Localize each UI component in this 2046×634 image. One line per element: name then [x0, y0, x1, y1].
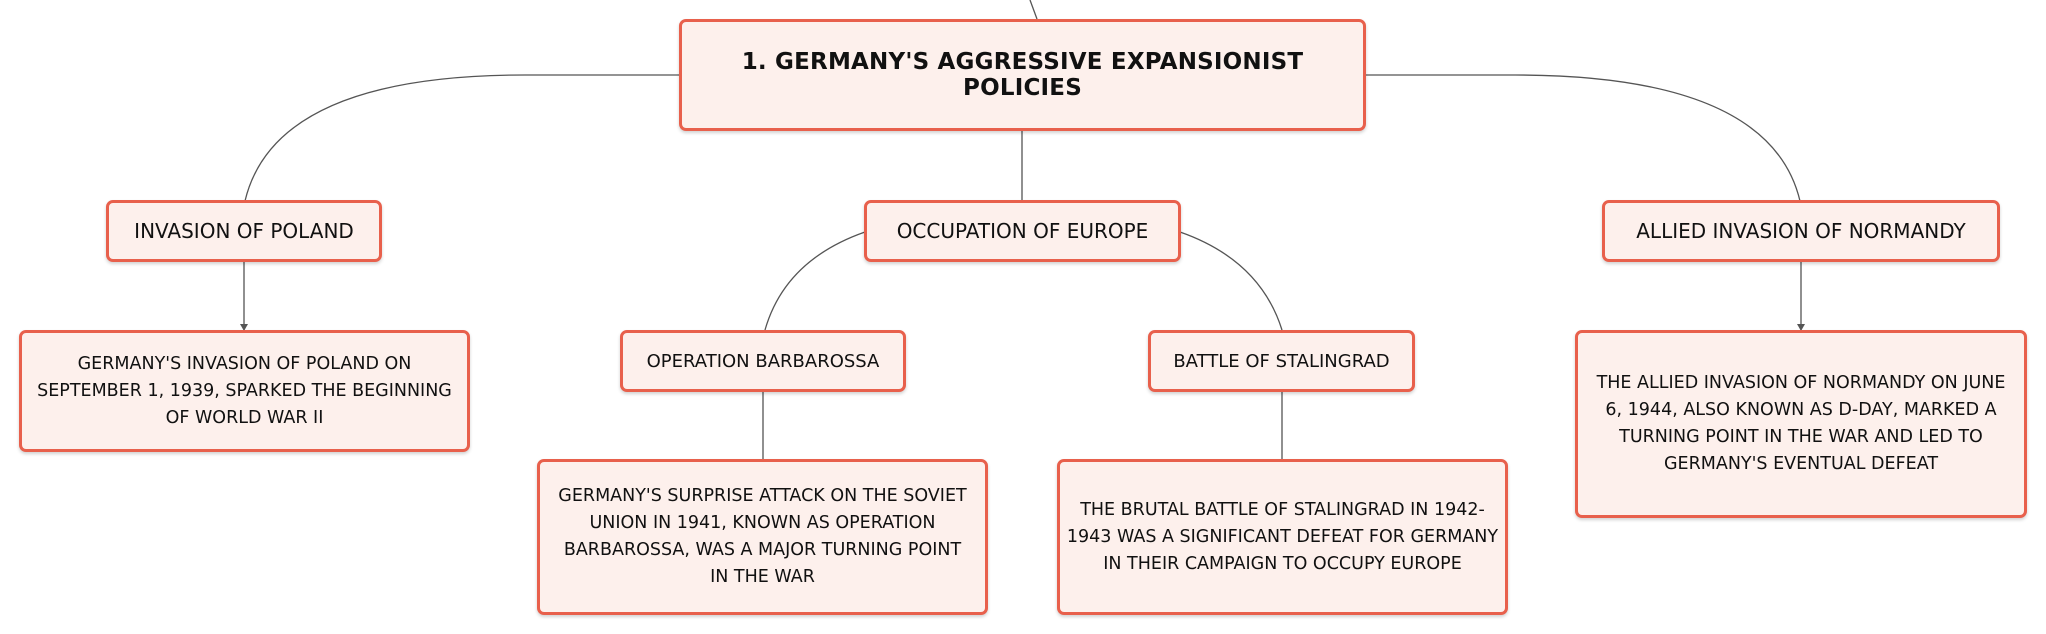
topic-invasion-of-poland[interactable]: INVASION OF POLAND	[106, 200, 382, 262]
topic-occupation-of-europe[interactable]: OCCUPATION OF EUROPE	[864, 200, 1181, 262]
description-text: GERMANY'S SURPRISE ATTACK ON THE SOVIET …	[558, 486, 967, 587]
connector-to-parent	[1029, 0, 1038, 20]
connector-europe-barbarossa	[764, 231, 866, 331]
arrowhead-normandy	[1797, 324, 1805, 331]
connector-root-poland	[244, 74, 680, 202]
topic-label: ALLIED INVASION OF NORMANDY	[1636, 219, 1966, 243]
root-topic-label: 1. GERMANY'S AGGRESSIVE EXPANSIONIST POL…	[741, 49, 1304, 101]
description-text: GERMANY'S INVASION OF POLAND ON SEPTEMBE…	[37, 353, 452, 428]
subtopic-battle-of-stalingrad[interactable]: BATTLE OF STALINGRAD	[1148, 330, 1415, 392]
description-invasion-of-poland[interactable]: GERMANY'S INVASION OF POLAND ON SEPTEMBE…	[19, 330, 470, 452]
description-text: THE ALLIED INVASION OF NORMANDY ON JUNE …	[1596, 373, 2006, 474]
topic-allied-invasion-of-normandy[interactable]: ALLIED INVASION OF NORMANDY	[1602, 200, 2000, 262]
connector-europe-stalingrad	[1179, 231, 1283, 331]
topic-label: INVASION OF POLAND	[134, 219, 354, 243]
root-topic-node[interactable]: 1. GERMANY'S AGGRESSIVE EXPANSIONIST POL…	[679, 19, 1366, 131]
arrowhead-poland	[240, 324, 248, 331]
connector-root-normandy	[1365, 74, 1801, 202]
subtopic-label: OPERATION BARBAROSSA	[646, 350, 880, 372]
description-operation-barbarossa[interactable]: GERMANY'S SURPRISE ATTACK ON THE SOVIET …	[537, 459, 988, 615]
topic-label: OCCUPATION OF EUROPE	[896, 219, 1149, 243]
description-text: THE BRUTAL BATTLE OF STALINGRAD IN 1942-…	[1066, 499, 1499, 574]
subtopic-operation-barbarossa[interactable]: OPERATION BARBAROSSA	[620, 330, 906, 392]
description-allied-invasion-of-normandy[interactable]: THE ALLIED INVASION OF NORMANDY ON JUNE …	[1575, 330, 2027, 518]
description-battle-of-stalingrad[interactable]: THE BRUTAL BATTLE OF STALINGRAD IN 1942-…	[1057, 459, 1508, 615]
subtopic-label: BATTLE OF STALINGRAD	[1173, 350, 1390, 372]
